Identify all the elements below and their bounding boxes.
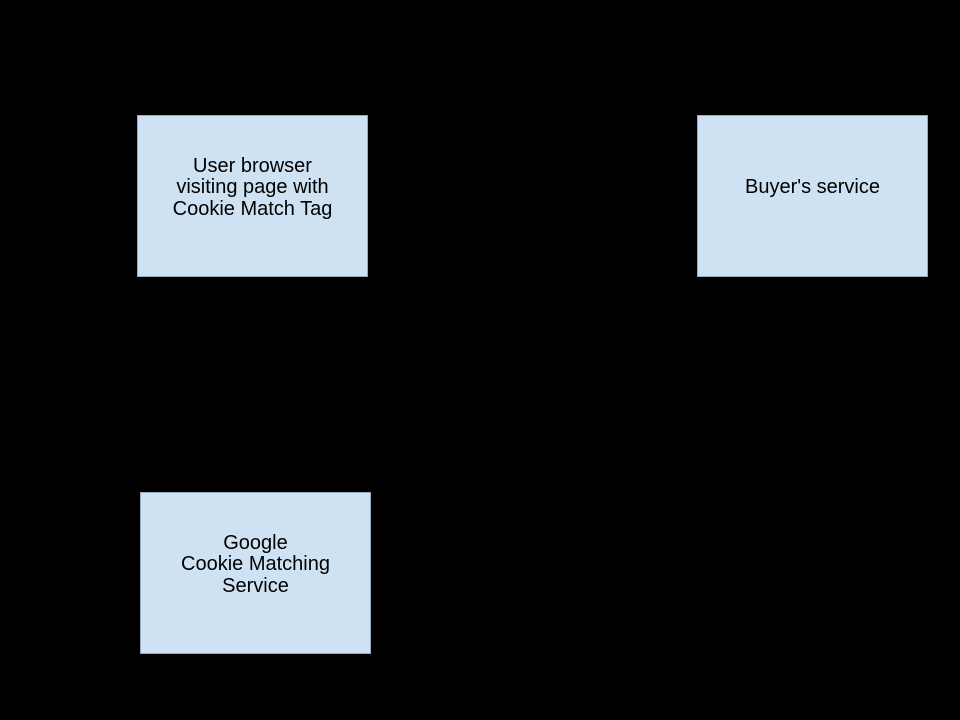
- node-google-cookie-matching-service: Google Cookie Matching Service: [140, 492, 371, 654]
- node-label-line: User browser: [193, 154, 312, 177]
- node-label-line: Buyer's service: [745, 176, 880, 199]
- node-label-line: Service: [222, 574, 289, 597]
- node-buyers-service: Buyer's service: [697, 115, 928, 277]
- node-buyers-service-label: Buyer's service: [745, 177, 880, 199]
- node-label-line: Google: [223, 531, 288, 554]
- node-user-browser-label: User browser visiting page with Cookie M…: [172, 154, 333, 221]
- node-google-cookie-matching-service-label: Google Cookie Matching Service: [181, 531, 330, 598]
- node-user-browser: User browser visiting page with Cookie M…: [137, 115, 368, 277]
- node-label-line: visiting page with: [176, 176, 329, 199]
- node-label-line: Cookie Matching: [181, 553, 330, 576]
- node-label-line: Cookie Match Tag: [172, 197, 333, 220]
